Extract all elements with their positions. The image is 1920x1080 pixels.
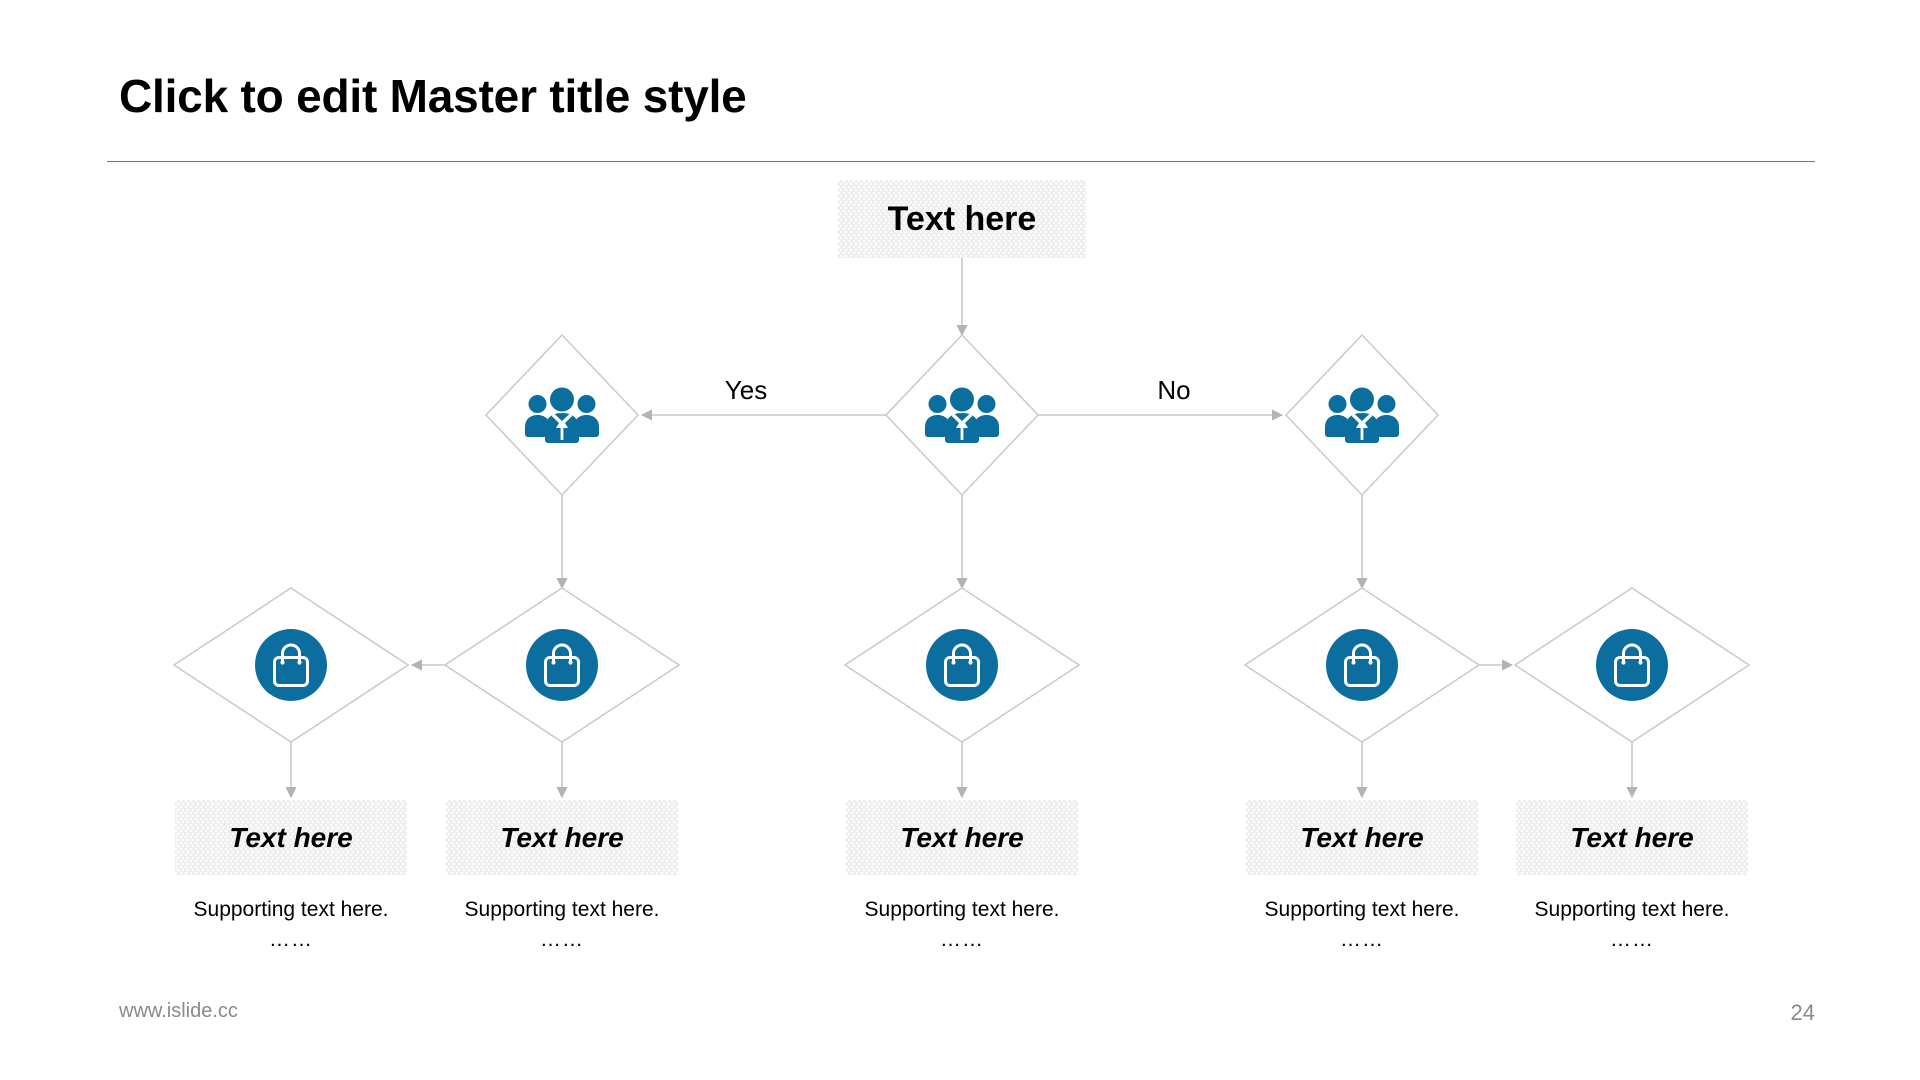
leaf-text-box[interactable]: Text here: [446, 800, 678, 875]
footer-url[interactable]: www.islide.cc: [119, 1000, 238, 1022]
people-group-icon: [925, 387, 999, 443]
leaf-text-box[interactable]: Text here: [846, 800, 1078, 875]
supporting-ellipsis: ……: [1340, 928, 1384, 952]
leaf-text-box[interactable]: Text here: [175, 800, 407, 875]
decision-node-left[interactable]: [484, 333, 640, 497]
supporting-text-block: Supporting text here. ……: [146, 895, 436, 956]
supporting-text-block: Supporting text here. ……: [817, 895, 1107, 956]
supporting-text: Supporting text here.: [1534, 898, 1730, 921]
supporting-text-block: Supporting text here. ……: [1487, 895, 1777, 956]
supporting-text-block: Supporting text here. ……: [417, 895, 707, 956]
supporting-text: Supporting text here.: [1264, 898, 1460, 921]
supporting-ellipsis: ……: [540, 928, 584, 952]
people-group-icon: [1325, 387, 1399, 443]
supporting-text: Supporting text here.: [464, 898, 660, 921]
shopping-bag-icon: [526, 629, 598, 701]
decision-node-center[interactable]: [884, 333, 1040, 497]
supporting-ellipsis: ……: [1610, 928, 1654, 952]
title-divider: [107, 161, 1815, 162]
action-node-4[interactable]: [1243, 587, 1481, 743]
people-group-icon: [525, 387, 599, 443]
decision-node-right[interactable]: [1284, 333, 1440, 497]
supporting-text: Supporting text here.: [193, 898, 389, 921]
supporting-ellipsis: ……: [940, 928, 984, 952]
page-number: 24: [1790, 1000, 1815, 1025]
root-text-box[interactable]: Text here: [838, 180, 1086, 258]
shopping-bag-icon: [255, 629, 327, 701]
action-node-1[interactable]: [172, 587, 410, 743]
shopping-bag-icon: [926, 629, 998, 701]
supporting-ellipsis: ……: [269, 928, 313, 952]
shopping-bag-icon: [1326, 629, 1398, 701]
page-title: Click to edit Master title style: [119, 70, 747, 122]
action-node-3[interactable]: [843, 587, 1081, 743]
edge-label-yes: Yes: [724, 375, 768, 405]
edge-label-no: No: [1157, 375, 1191, 405]
shopping-bag-icon: [1596, 629, 1668, 701]
action-node-5[interactable]: [1513, 587, 1751, 743]
supporting-text: Supporting text here.: [864, 898, 1060, 921]
action-node-2[interactable]: [443, 587, 681, 743]
leaf-text-box[interactable]: Text here: [1246, 800, 1478, 875]
supporting-text-block: Supporting text here. ……: [1217, 895, 1507, 956]
leaf-text-box[interactable]: Text here: [1516, 800, 1748, 875]
